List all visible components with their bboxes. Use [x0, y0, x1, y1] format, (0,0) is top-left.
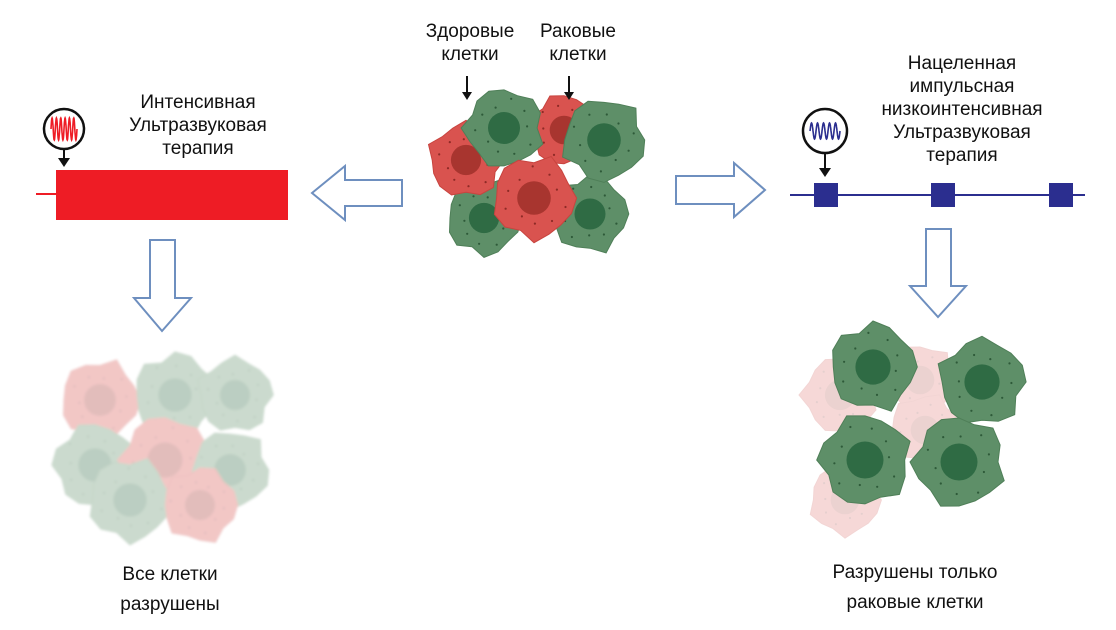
cancer-cell: [493, 155, 578, 244]
destroyed-cell: [63, 359, 141, 443]
low-intensity-wave-icon: [801, 107, 849, 177]
destroyed-cell: [89, 457, 174, 546]
left-arrow: [310, 163, 403, 223]
healthy-cells-pointer: [462, 76, 472, 100]
destroyed-tissue-all: [51, 351, 274, 546]
high-intensity-wave-icon: [42, 107, 86, 167]
healthy-cell: [460, 89, 544, 167]
intensive-ultrasound-bar: [36, 170, 288, 220]
pulsed-ultrasound-line: [790, 183, 1085, 207]
right-arrow: [675, 160, 767, 220]
mixed-tissue-cluster: [427, 89, 646, 258]
destroyed-cell: [136, 351, 218, 438]
healthy-cell: [832, 320, 918, 412]
surviving-healthy-cells: [798, 320, 1027, 539]
down-arrow-left: [131, 239, 194, 333]
healthy-cell: [937, 335, 1027, 424]
cancer-cells-pointer: [564, 76, 574, 100]
healthy-cell: [562, 100, 646, 183]
healthy-cell: [816, 415, 911, 505]
destroyed-cell: [196, 354, 274, 431]
destroyed-cell: [164, 467, 239, 543]
down-arrow-right: [907, 228, 969, 319]
healthy-cell: [909, 417, 1005, 507]
